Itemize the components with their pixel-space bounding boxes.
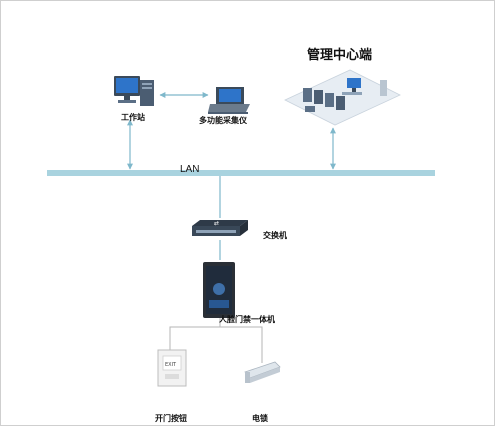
switch-label: 交换机 bbox=[263, 231, 287, 240]
switch-icon: ⇄ bbox=[192, 220, 248, 236]
workstation-icon bbox=[114, 76, 154, 106]
collector-label: 多功能采集仪 bbox=[199, 116, 247, 125]
lan-bus bbox=[47, 170, 435, 176]
face-terminal-label: 人脸门禁一体机 bbox=[219, 315, 275, 324]
face-terminal-icon bbox=[203, 262, 235, 318]
management-center-icon bbox=[284, 69, 401, 126]
electric-lock-label: 电锁 bbox=[252, 414, 268, 423]
workstation-label: 工作站 bbox=[121, 113, 145, 122]
lock-wiring bbox=[220, 326, 263, 363]
collector-icon bbox=[208, 87, 250, 114]
terminal-wiring bbox=[169, 318, 221, 350]
electric-lock-icon bbox=[244, 361, 281, 383]
management-center-title: 管理中心端 bbox=[307, 47, 373, 62]
svg-text:⇄: ⇄ bbox=[214, 220, 219, 227]
exit-button-panel-text: EXIT bbox=[165, 362, 177, 368]
exit-button-icon: EXIT bbox=[157, 349, 187, 387]
exit-button-label: 开门按钮 bbox=[155, 414, 187, 423]
lan-label: LAN bbox=[180, 164, 200, 175]
